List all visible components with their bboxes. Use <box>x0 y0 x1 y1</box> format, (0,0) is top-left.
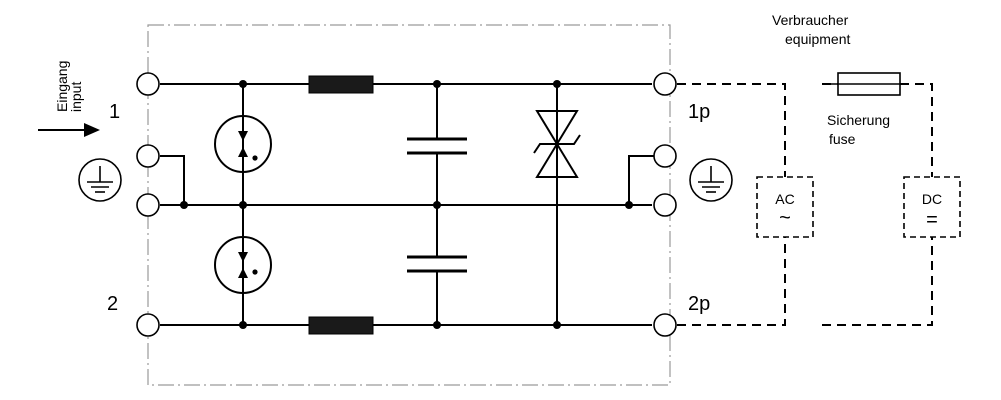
terminal-1 <box>136 72 160 96</box>
external-wire-bottom <box>677 237 786 326</box>
terminal-pe-right-b <box>653 193 677 217</box>
capacitor-upper <box>407 84 467 205</box>
ac-load-symbol: ~ <box>779 207 791 229</box>
terminal-1p-label: 1p <box>688 101 710 123</box>
terminal-2p-label: 2p <box>688 293 710 315</box>
gas-discharge-tube-upper <box>214 84 272 205</box>
external-wire-top <box>677 83 786 177</box>
equipment-label-en: equipment <box>785 31 850 47</box>
junction-dot <box>239 321 247 329</box>
left-pe-bracket <box>160 155 185 205</box>
junction-dot <box>625 201 633 209</box>
junction-dot <box>239 80 247 88</box>
fuse-label-en: fuse <box>829 131 856 147</box>
ac-load-label: AC <box>775 191 794 207</box>
inductor-bottom <box>308 316 374 335</box>
gas-discharge-tube-lower <box>214 205 272 325</box>
terminal-pe-left-b <box>136 193 160 217</box>
capacitor-lower <box>407 205 467 325</box>
right-pe-bracket <box>628 155 655 205</box>
terminal-pe-right-a <box>653 144 677 168</box>
ac-load: AC ~ <box>756 176 814 238</box>
junction-dot <box>553 80 561 88</box>
junction-dot <box>433 80 441 88</box>
dc-load-symbol: = <box>926 209 938 231</box>
junction-dot <box>553 321 561 329</box>
terminal-2 <box>136 313 160 337</box>
input-label-de: Eingang <box>54 61 70 112</box>
equipment-label-de: Verbraucher <box>772 12 849 28</box>
dc-load: DC = <box>903 176 961 238</box>
terminal-2-label: 2 <box>107 293 118 315</box>
terminal-1-label: 1 <box>109 101 120 123</box>
external-wire-dc-return <box>822 237 933 326</box>
earth-ground-icon <box>78 158 122 202</box>
junction-dot <box>239 201 247 209</box>
fuse-label-de: Sicherung <box>827 112 890 128</box>
input-arrow <box>38 123 100 137</box>
earth-ground-icon <box>689 158 733 202</box>
external-wire-fuse-out <box>900 83 933 177</box>
input-label-en: input <box>68 82 84 112</box>
suppressor-diode <box>533 84 581 325</box>
junction-dot <box>433 201 441 209</box>
terminal-pe-left-a <box>136 144 160 168</box>
junction-dot <box>433 321 441 329</box>
dc-load-label: DC <box>922 191 942 207</box>
terminal-1p <box>653 72 677 96</box>
terminal-2p <box>653 313 677 337</box>
inductor-top <box>308 75 374 94</box>
junction-dot <box>180 201 188 209</box>
